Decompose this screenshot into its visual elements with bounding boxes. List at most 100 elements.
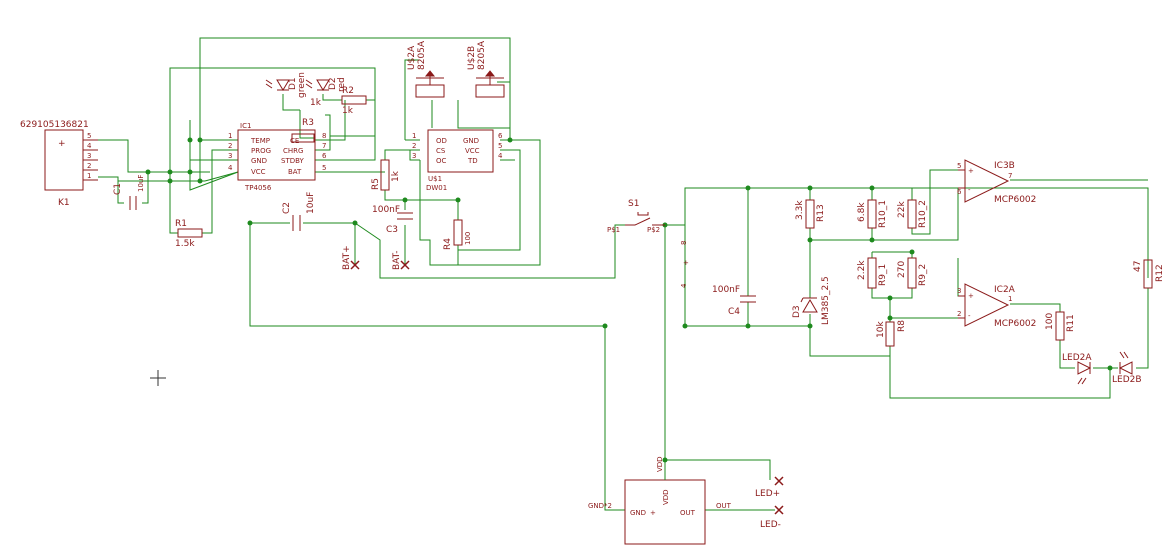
battery-terminals: BAT+ BAT- [342,245,410,270]
r10-1-value-label: 6.8k [857,202,867,222]
ic2a-part-label: MCP6002 [994,319,1036,329]
capacitor-c2: C2 10uF [282,192,316,231]
led-d1: D1 green [265,72,307,98]
u1-pinnum-3: 3 [412,152,416,160]
c3-ref-label: C3 [386,225,398,235]
r11-value-label: 100 [1045,313,1055,330]
r13-value-label: 3.3k [795,200,805,220]
r10-2-ref-label: R10_2 [918,200,928,228]
u2b-ref-label: U$2B [467,46,477,70]
led-led2a: LED2A [1062,353,1092,385]
u1-pinnum-4: 4 [498,152,503,160]
c3-value-label: 100nF [372,205,400,215]
r4-ref-label: R4 [443,238,453,250]
stack-plus: + [683,259,689,267]
d3-ref-label: D3 [792,305,802,318]
ic3b-pin-7: 7 [1008,172,1012,180]
mosfet-u2a: U$2A 8205A [407,40,445,98]
r13-ref-label: R13 [816,204,826,222]
k1-pin-1: 1 [87,172,91,180]
led-driver-vdd-label: VDD [662,489,670,505]
opamp-ic2a: + - 3 2 1 IC2A MCP6002 [957,283,1036,329]
ic1-ref-label: IC1 [240,122,251,130]
led-driver-vdd-pin: VDD [656,456,664,472]
wires [98,37,1149,511]
capacitor-c1: C1 10uF [113,175,145,210]
stack-pin-4: 4 [680,283,688,288]
ic1-part-label: TP4056 [244,184,272,192]
r5-ref-label: R5 [371,178,381,190]
opamp-ic3b: + - 5 6 7 IC3B MCP6002 [957,159,1036,205]
ic1-pinnum-8: 8 [322,132,326,140]
u1-pinnum-6: 6 [498,132,503,140]
mosfet-u2b: U$2B 8205A [467,40,505,98]
svg-text:-: - [968,312,971,320]
led-led2b: LED2B [1112,351,1142,385]
svg-text:+: + [650,509,656,517]
ic3b-pin-6: 6 [957,188,962,196]
u2a-part-label: 8205A [417,40,427,70]
led-plus-label: LED+ [755,489,780,499]
ic1-pinnum-7: 7 [322,142,326,150]
led-driver-block: GND + OUT VDD GND*2 VDD OUT LED+ LED- [588,456,784,545]
r10-2-value-label: 22k [897,201,907,218]
ic1-pin-gnd: GND [251,157,267,165]
resistor-r4: R4 100 [443,219,472,250]
ic1-pin-ce: CE [290,137,299,145]
r4-value-label: 100 [464,232,472,245]
k1-pin-3: 3 [87,152,91,160]
ic3b-ref-label: IC3B [994,161,1015,171]
r3-ref-label: R3 [302,118,314,128]
ic2a-pin-1: 1 [1008,295,1012,303]
ic1-pin-temp: TEMP [250,137,270,145]
u1-pinnum-5: 5 [498,142,502,150]
c4-value-label: 100nF [712,285,740,295]
led-driver-out-label: OUT [680,509,696,517]
resistor-r9-2: 270 R9_2 [897,257,928,289]
r2-value-label: 1k [342,106,354,116]
led-driver-out-pin: OUT [716,502,732,510]
r9-1-value-label: 2.2k [857,260,867,280]
ic-u1-dw01: OD CS OC GND VCC TD 1 2 3 6 5 4 U$1 DW01 [412,129,503,192]
ic1-pinnum-6: 6 [322,152,327,160]
c2-value-label: 10uF [306,192,316,214]
ic1-pinnum-4: 4 [228,164,233,172]
switch-s1: S1 P$1 P$2 [607,199,665,234]
r3-value-label: 1k [310,98,322,108]
ic1-pinnum-2: 2 [228,142,232,150]
k1-pin-5: 5 [87,132,91,140]
capacitor-c4: 100nF C4 [712,285,756,317]
resistor-r11: 100 R11 [1045,311,1076,341]
resistor-r10-2: 22k R10_2 [897,199,928,229]
d2-ref-label: D2 [328,77,338,90]
u1-pin-td: TD [467,157,478,165]
ic3b-part-label: MCP6002 [994,195,1036,205]
resistor-r1: R1 1.5k [175,219,203,249]
ic1-pin-prog: PROG [251,147,271,155]
u1-part-label: DW01 [426,184,447,192]
c1-ref-label: C1 [113,183,123,195]
r9-1-ref-label: R9_1 [878,264,888,286]
ic1-pinnum-3: 3 [228,152,232,160]
svg-text:-: - [968,186,971,194]
resistor-r13: 3.3k R13 [795,199,826,229]
ic2a-pin-2: 2 [957,310,961,318]
k1-ref-label: K1 [58,198,70,208]
s1-ref-label: S1 [628,199,639,209]
ic1-pinnum-5: 5 [322,164,326,172]
r8-value-label: 10k [876,321,886,338]
stack-pins: 8 4 + [680,241,689,288]
u2a-ref-label: U$2A [407,45,417,70]
led-minus-label: LED- [760,520,781,530]
u1-pin-gnd: GND [463,137,479,145]
r11-ref-label: R11 [1066,314,1076,332]
u2b-part-label: 8205A [477,40,487,70]
ic1-tp4056: IC1 TP4056 TEMP PROG GND VCC CE CHRG STD… [228,122,327,192]
ic1-pin-stdby: STDBY [281,157,305,165]
s1-pin2-label: P$2 [647,226,660,234]
r12-value-label: 47 [1133,261,1143,272]
k1-part-label: 629105136821 [20,120,89,130]
r1-ref-label: R1 [175,219,187,229]
resistor-r8: 10k R8 [876,320,907,347]
bat-minus-label: BAT- [392,250,402,270]
